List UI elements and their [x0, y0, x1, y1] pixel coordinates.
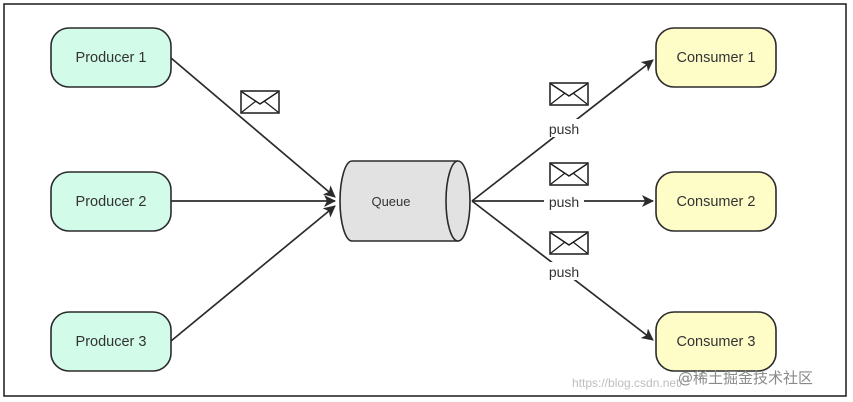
envelope-icon	[240, 90, 280, 114]
producer-box	[50, 27, 172, 88]
edge-producer-3-queue	[170, 205, 336, 342]
consumer-node-1: Consumer 1	[655, 27, 777, 88]
envelope-icon	[549, 231, 589, 255]
producer-box	[50, 171, 172, 232]
consumer-label: Consumer 2	[677, 194, 756, 210]
consumer-node-3: Consumer 3	[655, 311, 777, 372]
producer-label: Producer 3	[76, 334, 147, 350]
queue-cylinder-rim	[445, 160, 459, 242]
consumer-box	[655, 27, 777, 88]
producer-label: Producer 2	[76, 194, 147, 210]
consumer-label: Consumer 1	[677, 50, 756, 66]
consumer-label: Consumer 3	[677, 334, 756, 350]
queue-label: Queue	[371, 194, 410, 209]
producer-box	[50, 311, 172, 372]
queue-node: Queue	[339, 160, 471, 242]
watermark-brand: @稀土掘金技术社区	[678, 369, 813, 387]
push-label: push	[549, 194, 579, 210]
producer-node-1: Producer 1	[50, 27, 172, 88]
envelope-icon	[549, 82, 589, 106]
consumer-box	[655, 171, 777, 232]
watermark-url: https://blog.csdn.net/	[572, 376, 683, 390]
consumer-box	[655, 311, 777, 372]
producer-node-3: Producer 3	[50, 311, 172, 372]
edge-producer-1-queue	[170, 57, 336, 198]
producer-label: Producer 1	[76, 50, 147, 66]
producer-edges	[170, 57, 336, 342]
producer-node-2: Producer 2	[50, 171, 172, 232]
envelope-icon	[549, 162, 589, 186]
consumer-node-2: Consumer 2	[655, 171, 777, 232]
push-label: push	[549, 264, 579, 280]
push-label: push	[549, 121, 579, 137]
